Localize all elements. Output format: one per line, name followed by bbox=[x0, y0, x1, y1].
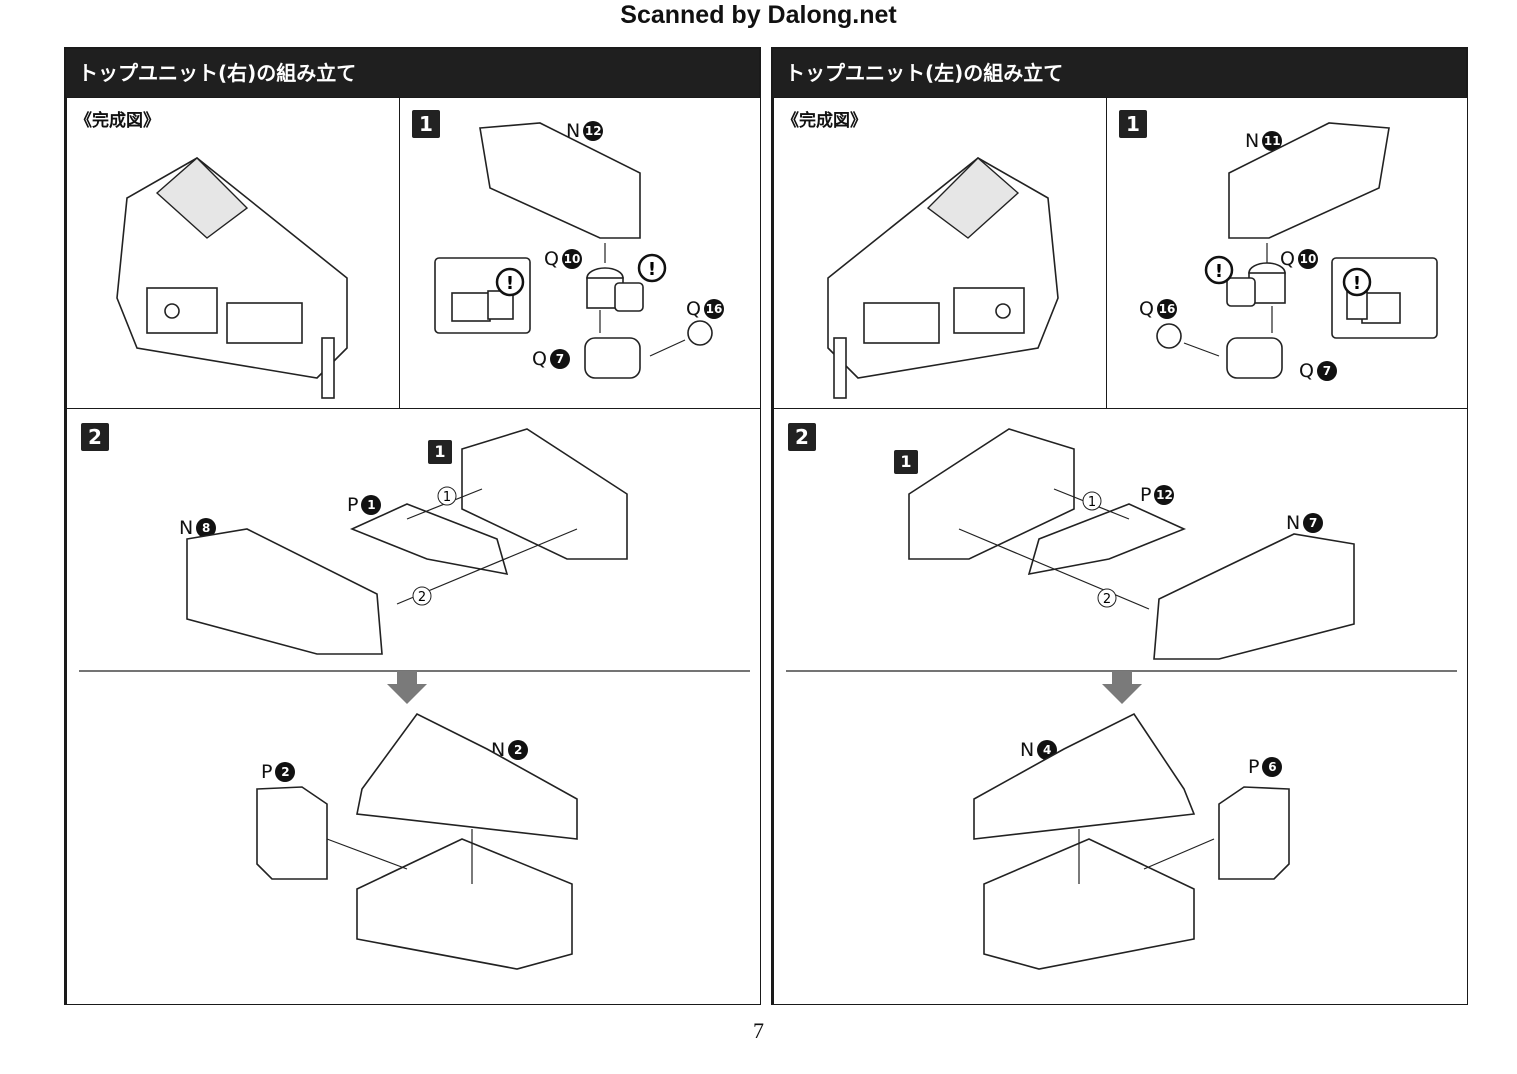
svg-text:!: ! bbox=[506, 273, 514, 294]
right-step1-figure bbox=[1156, 122, 1438, 379]
left-completed-panel: 《完成図》 bbox=[66, 97, 400, 409]
right-completed-panel: 《完成図》 bbox=[773, 97, 1107, 409]
warning-icon: ! ! bbox=[495, 253, 667, 297]
left-step1-number: 1 bbox=[412, 110, 440, 138]
right-step2-substep: 1 bbox=[894, 450, 918, 474]
left-circle-1: 1 bbox=[443, 490, 451, 505]
left-step2-number: 2 bbox=[81, 423, 109, 451]
right-section-title: トップユニット(左)の組み立て bbox=[773, 49, 1466, 97]
left-completed-label: 《完成図》 bbox=[75, 111, 160, 131]
right-circle-2: 2 bbox=[1103, 592, 1111, 607]
svg-text:!: ! bbox=[648, 259, 656, 280]
left-circle-2: 2 bbox=[418, 590, 426, 605]
scan-credit: Scanned by Dalong.net bbox=[620, 1, 897, 29]
right-step1-number: 1 bbox=[1119, 110, 1147, 138]
right-step2-figure: 1 2 bbox=[786, 428, 1457, 970]
left-step2-figure: 1 2 bbox=[79, 428, 750, 970]
warning-icon: ! ! bbox=[1204, 255, 1372, 297]
right-completed-figure bbox=[827, 157, 1059, 399]
left-step2-substep: 1 bbox=[428, 440, 452, 464]
svg-text:!: ! bbox=[1215, 261, 1223, 282]
page-number: 7 bbox=[753, 1018, 764, 1043]
right-step2-number: 2 bbox=[788, 423, 816, 451]
right-completed-label: 《完成図》 bbox=[782, 111, 867, 131]
down-arrow-icon bbox=[387, 671, 427, 704]
right-circle-1: 1 bbox=[1088, 495, 1096, 510]
left-completed-figure bbox=[116, 157, 348, 399]
svg-text:!: ! bbox=[1353, 273, 1361, 294]
down-arrow-icon bbox=[1102, 671, 1142, 704]
left-section-title: トップユニット(右)の組み立て bbox=[66, 49, 759, 97]
